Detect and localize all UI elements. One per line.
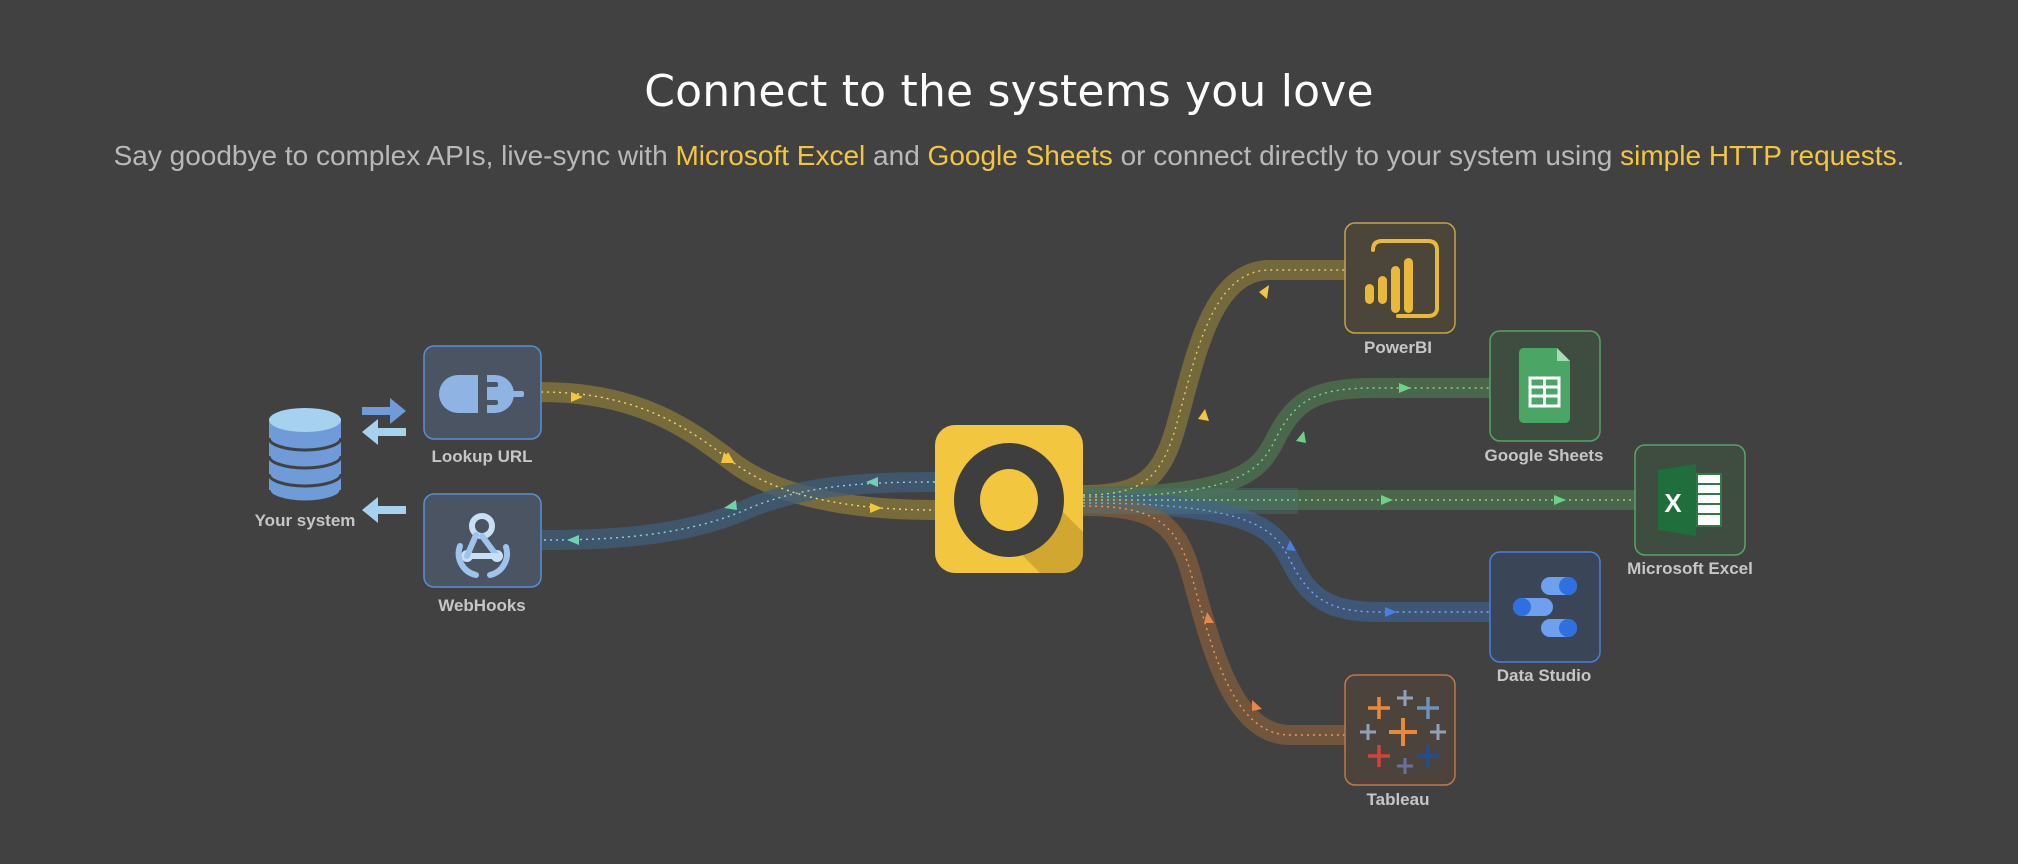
flow-powerbi-band bbox=[1073, 260, 1355, 505]
subtitle-text-1: Say goodbye to complex APIs, live-sync w… bbox=[113, 140, 676, 171]
page-title: Connect to the systems you love bbox=[644, 66, 1374, 117]
arrow-tableau-2 bbox=[1252, 700, 1262, 711]
hub-output-merge bbox=[1083, 488, 1298, 514]
arrow-powerbi-1 bbox=[1198, 409, 1209, 421]
arrow-sheets-1 bbox=[1296, 431, 1306, 443]
node-google-sheets[interactable]: Google Sheets bbox=[1484, 330, 1604, 465]
database-icon bbox=[267, 408, 343, 504]
svg-text:X: X bbox=[1664, 488, 1682, 518]
powerbi-label: PowerBI bbox=[1364, 338, 1432, 357]
arrow-webhooks-2 bbox=[724, 500, 737, 510]
your-system-label: Your system bbox=[255, 511, 356, 530]
plug-icon bbox=[439, 375, 524, 413]
arrow-datastudio-1 bbox=[1286, 540, 1296, 551]
node-webhooks[interactable]: WebHooks bbox=[423, 493, 542, 615]
flow-tableau-band bbox=[1073, 496, 1355, 745]
arrow-webhooks-1 bbox=[866, 477, 878, 487]
arrow-excel-2 bbox=[1554, 495, 1566, 505]
arrow-webhooks-3 bbox=[567, 535, 579, 545]
arrow-lookup-3 bbox=[870, 503, 882, 513]
node-your-system[interactable]: Your system bbox=[255, 408, 356, 530]
logo-icon bbox=[954, 443, 1064, 557]
flow-sheets-dots bbox=[1082, 387, 1490, 498]
flow-arrows bbox=[567, 285, 1566, 711]
node-data-studio[interactable]: Data Studio bbox=[1489, 551, 1601, 685]
node-microsoft-excel[interactable]: X Microsoft Excel bbox=[1627, 444, 1753, 578]
google-sheets-link[interactable]: Google Sheets bbox=[927, 140, 1113, 171]
webhook-icon bbox=[455, 513, 510, 578]
microsoft-excel-link[interactable]: Microsoft Excel bbox=[675, 140, 866, 171]
subtitle-text-4: . bbox=[1896, 140, 1905, 171]
node-hub[interactable] bbox=[935, 425, 1083, 573]
flow-datastudio-dots bbox=[1082, 502, 1490, 613]
webhooks-label: WebHooks bbox=[438, 596, 526, 615]
http-requests-link[interactable]: simple HTTP requests bbox=[1620, 140, 1897, 171]
flow-paths bbox=[531, 260, 1645, 745]
microsoft-excel-label: Microsoft Excel bbox=[1627, 559, 1753, 578]
arrow-lookup-1 bbox=[571, 392, 583, 402]
arrow-powerbi-2 bbox=[1259, 285, 1269, 299]
arrow-excel-1 bbox=[1381, 495, 1393, 505]
webhook-arrow-icon bbox=[362, 497, 406, 523]
arrow-tableau-1 bbox=[1204, 612, 1214, 623]
powerbi-icon bbox=[1365, 239, 1439, 318]
google-sheets-icon bbox=[1519, 348, 1570, 423]
sync-arrows-icon bbox=[362, 398, 406, 445]
flow-powerbi-dots bbox=[1082, 269, 1345, 496]
flow-tableau-dots bbox=[1082, 505, 1345, 736]
arrow-sheets-2 bbox=[1399, 383, 1411, 393]
tableau-icon bbox=[1360, 690, 1446, 774]
subtitle-text-2: and bbox=[865, 140, 928, 171]
data-studio-label: Data Studio bbox=[1497, 666, 1591, 685]
data-studio-icon bbox=[1513, 577, 1577, 637]
lookup-url-label: Lookup URL bbox=[431, 447, 532, 466]
excel-icon: X bbox=[1658, 464, 1722, 536]
node-powerbi[interactable]: PowerBI bbox=[1344, 222, 1456, 357]
google-sheets-label: Google Sheets bbox=[1484, 446, 1603, 465]
tableau-label: Tableau bbox=[1367, 790, 1430, 809]
page-subtitle: Say goodbye to complex APIs, live-sync w… bbox=[0, 140, 2018, 172]
arrow-datastudio-2 bbox=[1385, 607, 1397, 617]
node-tableau[interactable]: Tableau bbox=[1344, 674, 1456, 809]
node-lookup-url[interactable]: Lookup URL bbox=[423, 345, 542, 466]
flow-webhooks-dots bbox=[540, 481, 936, 541]
arrow-lookup-2 bbox=[721, 452, 733, 463]
subtitle-text-3: or connect directly to your system using bbox=[1112, 140, 1621, 171]
